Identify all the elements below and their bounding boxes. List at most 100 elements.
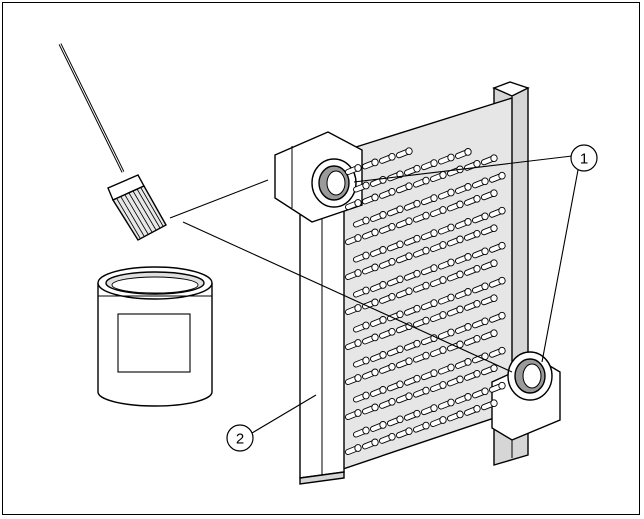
pin-tip: [439, 311, 447, 319]
pin-tip: [422, 316, 430, 325]
pin-tip: [430, 159, 438, 167]
pin-tip: [490, 364, 498, 373]
pin-tip: [447, 223, 455, 232]
pin-tip: [379, 246, 387, 254]
pin-tip: [405, 217, 413, 226]
pin-tip: [464, 253, 472, 261]
pin-tip: [413, 164, 421, 173]
pin-tip: [481, 177, 489, 186]
pin-tip: [490, 329, 498, 338]
pin-tip: [473, 404, 481, 413]
pin-tip: [413, 269, 421, 278]
callout-1: 1: [570, 144, 598, 172]
callout-2-leader: [251, 394, 317, 434]
pin-tip: [498, 276, 506, 285]
pin-tip: [490, 399, 498, 408]
pin-tip: [396, 205, 404, 214]
pin-tip: [430, 194, 438, 202]
pin-tip: [447, 398, 455, 407]
callout-1-leader-a: [353, 155, 573, 183]
pin-tip: [388, 397, 396, 406]
callout-2: 2: [226, 424, 254, 452]
pin-tip: [422, 176, 430, 185]
pin-tip: [362, 391, 370, 400]
pin-tip: [362, 216, 370, 225]
pin-tip: [405, 252, 413, 261]
pin-tip: [456, 270, 464, 279]
brush-icon: [58, 43, 167, 241]
pin-tip: [490, 294, 498, 303]
pin-tip: [371, 158, 379, 167]
pin-tip: [439, 416, 447, 424]
pin-tip: [473, 299, 481, 308]
pin-tip: [422, 281, 430, 290]
leader-lines: [169, 155, 579, 434]
pin-tip: [490, 224, 498, 233]
pin-tip: [481, 317, 489, 326]
pin-tip: [447, 293, 455, 302]
pin-tip: [413, 339, 421, 348]
pin-tip: [422, 421, 430, 430]
pin-tip: [354, 444, 362, 452]
pin-tip: [405, 287, 413, 296]
pin-tip: [464, 183, 472, 191]
pin-tip: [371, 228, 379, 237]
pin-tip: [456, 375, 464, 384]
pin-tip: [388, 432, 396, 441]
pin-tip: [362, 321, 370, 330]
pin-tip: [498, 346, 506, 355]
pin-tip: [413, 409, 421, 418]
pin-tip: [362, 251, 370, 260]
pin-tip: [354, 374, 362, 382]
pin-tip: [388, 362, 396, 371]
pin-tip: [388, 152, 396, 161]
pin-tip: [379, 351, 387, 359]
pin-tip: [447, 258, 455, 267]
pin-tip: [473, 369, 481, 378]
pin-tip: [371, 298, 379, 307]
callout-2-label: 2: [236, 431, 244, 448]
pin-tip: [422, 211, 430, 220]
pin-tip: [464, 288, 472, 296]
pin-tip: [456, 410, 464, 419]
pin-tip: [371, 403, 379, 412]
pin-tip: [490, 259, 498, 268]
pin-tip: [464, 148, 472, 156]
pin-tip: [490, 154, 498, 163]
pin-tip: [447, 363, 455, 372]
pin-tip: [422, 246, 430, 255]
pin-tip: [464, 358, 472, 366]
pin-tip: [379, 281, 387, 289]
pin-tip: [456, 305, 464, 314]
pin-tip: [379, 316, 387, 324]
pin-tip: [388, 327, 396, 336]
pin-tip: [422, 351, 430, 360]
pin-tip: [354, 269, 362, 277]
pin-tip: [396, 310, 404, 319]
pin-tip: [473, 229, 481, 238]
pin-tip: [354, 234, 362, 242]
pin-tip: [481, 212, 489, 221]
pin-tip: [430, 229, 438, 237]
pin-tip: [498, 241, 506, 250]
pin-tip: [481, 247, 489, 256]
pin-tip: [498, 206, 506, 215]
callout-1-circle: [570, 144, 598, 172]
pin-tip: [371, 333, 379, 342]
pin-tip: [481, 282, 489, 291]
pin-tip: [405, 182, 413, 191]
pin-tip: [405, 427, 413, 436]
pin-tip: [362, 286, 370, 295]
pin-tip: [473, 334, 481, 343]
pin-tip: [371, 438, 379, 447]
pin-tip: [354, 164, 362, 172]
brush-to-lower-port-line: [182, 221, 513, 373]
pin-tip: [430, 299, 438, 307]
pin-tip: [498, 381, 506, 390]
pin-tip: [447, 188, 455, 197]
pin-tip: [481, 387, 489, 396]
pin-tip: [362, 181, 370, 190]
pin-tip: [473, 159, 481, 168]
pin-tip: [413, 234, 421, 243]
